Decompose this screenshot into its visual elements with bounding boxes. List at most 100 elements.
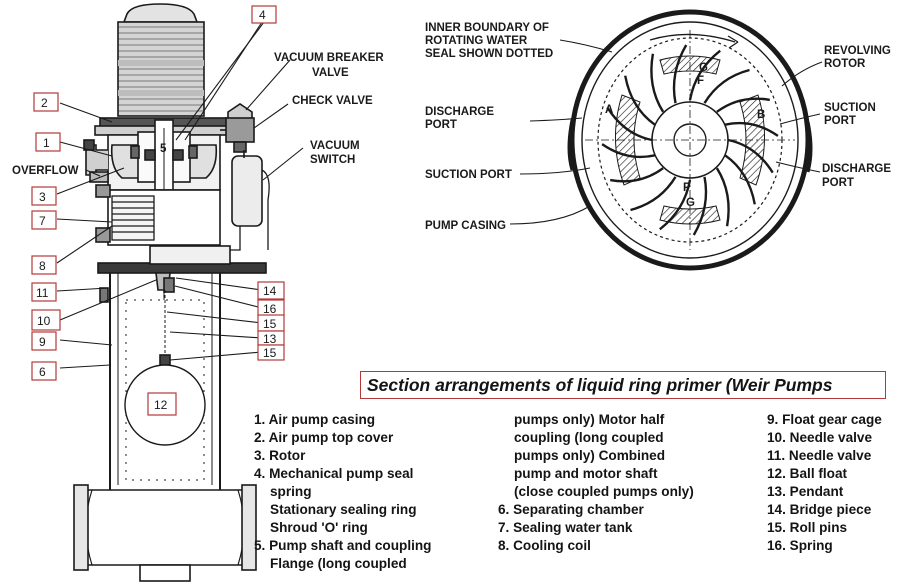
inner-boundary-label-2: ROTATING WATER: [425, 35, 528, 47]
check-valve: [225, 117, 255, 143]
callout-15: 15: [263, 317, 277, 331]
legend-item: 5. Pump shaft and coupling: [254, 538, 432, 553]
overflow-pipe: [85, 144, 108, 176]
vacuum-breaker-label-1: VACUUM BREAKER: [274, 52, 384, 64]
discharge-port-right-label-1: DISCHARGE: [822, 163, 891, 175]
legend-column-3: 9. Float gear cage 10. Needle valve 11. …: [767, 411, 882, 555]
legend-item: 3. Rotor: [254, 448, 306, 463]
callout-12: 12: [154, 398, 168, 412]
legend-item: 13. Pendant: [767, 484, 844, 499]
rotor-blade: [630, 176, 677, 212]
legend-item: pumps only) Combined: [514, 448, 666, 463]
callout-2: 2: [41, 96, 48, 110]
rotor-shaft: [673, 123, 707, 157]
legend-item: Stationary sealing ring: [270, 502, 417, 517]
callout-16: 16: [263, 302, 277, 316]
rotor-blade: [724, 121, 779, 137]
legend-item: Flange (long coupled: [270, 556, 407, 571]
callout-11: 11: [36, 286, 49, 300]
discharge-port-left-label-1: DISCHARGE: [425, 106, 494, 118]
rotor-blade: [724, 154, 756, 205]
left-leader-lines: [56, 21, 304, 369]
zone-g-top-label: G: [699, 62, 708, 74]
legend-item: pumps only) Motor half: [514, 412, 665, 427]
rotor-blade: [716, 97, 771, 113]
legend-item: 16. Spring: [767, 538, 833, 553]
callout-14: 14: [263, 284, 277, 298]
cooling-coil: [111, 195, 155, 241]
rotor-blade: [601, 143, 656, 159]
rotor-blade: [715, 167, 730, 227]
legend-item: 2. Air pump top cover: [254, 430, 394, 445]
legend-item: 12. Ball float: [767, 466, 848, 481]
right-leader-lines: [509, 39, 823, 225]
revolving-rotor-label-2: ROTOR: [824, 58, 866, 70]
legend-item: 14. Bridge piece: [767, 502, 872, 517]
pump-casing-label: PUMP CASING: [425, 220, 506, 232]
motor-body: [117, 21, 205, 117]
separating-chamber: [109, 273, 221, 490]
discharge-port-right-label-2: PORT: [822, 177, 854, 189]
legend-item: 9. Float gear cage: [767, 412, 882, 427]
zone-f-bottom-label: F: [683, 182, 690, 194]
rotor-blade: [659, 179, 692, 231]
legend-item: pump and motor shaft: [514, 466, 658, 481]
callout-1: 1: [43, 136, 50, 150]
vacuum-switch-label-1: VACUUM: [310, 140, 360, 152]
legend-item: 1. Air pump casing: [254, 412, 376, 427]
zone-b-label: B: [757, 109, 765, 121]
legend-column-1: 1. Air pump casing 2. Air pump top cover…: [254, 411, 431, 573]
suction-port-right-label-2: PORT: [824, 115, 856, 127]
legend-item: spring: [270, 484, 312, 499]
inner-boundary-label-1: INNER BOUNDARY OF: [425, 22, 549, 34]
callout-3: 3: [39, 190, 46, 204]
rotor-blade: [672, 44, 688, 104]
callout-4: 4: [259, 8, 266, 22]
shaft-mark-label: 5: [160, 143, 167, 155]
vacuum-breaker-label-2: VALVE: [312, 67, 349, 79]
callout-10: 10: [37, 314, 51, 328]
zone-f-top-label: F: [697, 75, 704, 87]
callout-8: 8: [39, 259, 46, 273]
callout-15b: 15: [263, 346, 277, 360]
zone-a-label: A: [605, 104, 613, 116]
legend-item: 10. Needle valve: [767, 430, 873, 445]
right-port-cutout: [806, 121, 813, 173]
figure-caption: Section arrangements of liquid ring prim…: [360, 371, 886, 399]
zone-g-bottom-label: G: [686, 197, 695, 209]
revolving-rotor-label-1: REVOLVING: [824, 45, 891, 57]
legend-item: 11. Needle valve: [767, 448, 872, 463]
legend-item: 6. Separating chamber: [498, 502, 644, 517]
rotor-blade: [606, 106, 653, 142]
rotor-blade: [609, 167, 664, 183]
rotor-blade: [650, 53, 665, 113]
discharge-port-left-label-2: PORT: [425, 119, 457, 131]
left-labels: VACUUM BREAKER VALVE CHECK VALVE VACUUM …: [12, 52, 384, 177]
legend-column-2: pumps only) Motor half coupling (long co…: [498, 411, 694, 555]
float-gear-cage: [125, 299, 205, 481]
legend-item: 15. Roll pins: [767, 520, 848, 535]
legend-item: Shroud 'O' ring: [270, 520, 368, 535]
motor-top-cap: [122, 3, 199, 23]
pump-assembly-drawing: 5: [73, 3, 270, 582]
pump-casing-outer: [569, 9, 811, 271]
suction-port-left-label: SUCTION PORT: [425, 169, 512, 181]
check-valve-label: CHECK VALVE: [292, 95, 373, 107]
suction-port-right-label-1: SUCTION: [824, 102, 876, 114]
rotor-blades: [601, 44, 779, 236]
legend-item: 4. Mechanical pump seal: [254, 466, 414, 481]
legend-item: (close coupled pumps only): [514, 484, 694, 499]
callout-6: 6: [39, 365, 46, 379]
rotor-blade: [727, 138, 774, 174]
vacuum-switch-label-2: SWITCH: [310, 154, 355, 166]
overflow-label: OVERFLOW: [12, 165, 79, 177]
callout-13: 13: [263, 332, 277, 346]
callout-9: 9: [39, 335, 46, 349]
vacuum-switch: [231, 155, 263, 227]
callout-numbers: 2 1 3 7 8 11 10 9 6 4 14 16 15 13 15 12 …: [36, 8, 277, 412]
rotor-blade: [703, 68, 750, 104]
rotation-arrows: [649, 33, 739, 49]
rotor-blade: [692, 176, 708, 236]
callout-boxes: [31, 5, 285, 416]
